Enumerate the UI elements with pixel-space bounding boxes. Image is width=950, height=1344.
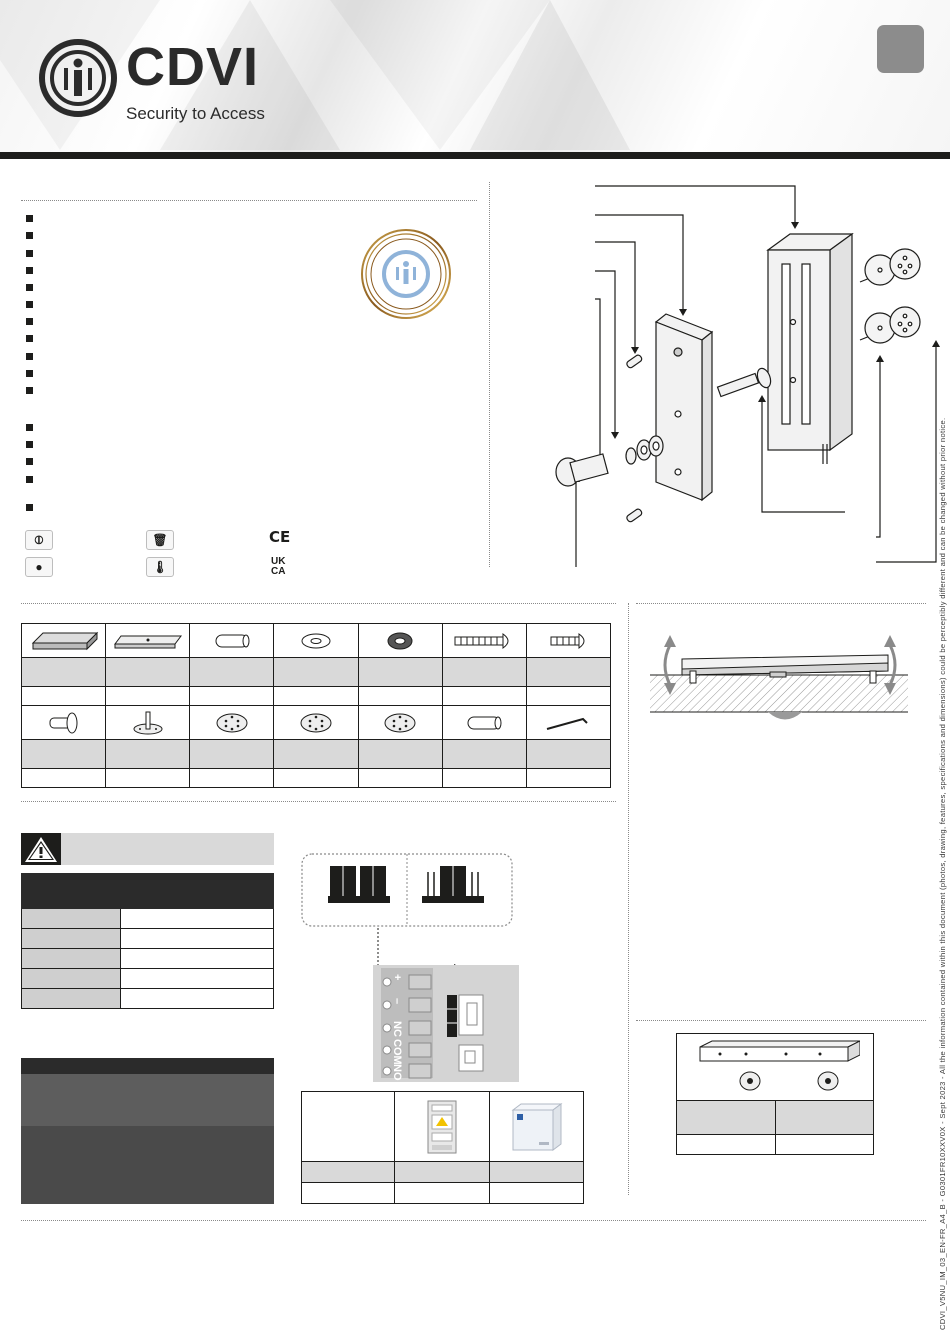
bullet-marker (26, 387, 33, 394)
part-sex-bolt (20, 705, 107, 740)
warning-icon-box (21, 833, 61, 865)
bullet-marker (26, 424, 33, 431)
terminal-plus-label: + (391, 974, 403, 981)
boxed-psu-image (488, 1091, 584, 1162)
notice-body (21, 1126, 274, 1204)
cdvi-logo-icon (39, 39, 117, 117)
ce-mark: CE (269, 528, 291, 546)
bullet-marker (26, 318, 33, 325)
section-divider (21, 801, 616, 802)
part-washer (273, 623, 359, 658)
temperature-icon: 🌡 (146, 557, 174, 577)
part-mounting-stud (105, 705, 191, 740)
ip-rating-icon: ● (25, 557, 53, 577)
bullet-marker (26, 476, 33, 483)
spec-header-row (21, 873, 274, 909)
armature-pivot-diagram (650, 635, 908, 720)
bullet-marker (26, 250, 33, 257)
spec-row (21, 948, 274, 969)
bullet-marker (26, 441, 33, 448)
warning-banner (21, 833, 274, 865)
part-plate-c (357, 705, 443, 740)
bracket-image (676, 1033, 874, 1101)
header-divider (0, 152, 950, 159)
brand-name: CDVI (126, 37, 260, 97)
parts-qty-row (20, 768, 612, 788)
part-armature (105, 623, 191, 658)
bullet-marker (26, 284, 33, 291)
section-divider (636, 1020, 926, 1021)
part-short-bolt (525, 623, 612, 658)
section-divider (21, 603, 616, 604)
terminal-no-label: NO (391, 1064, 403, 1081)
bracket-label-row (676, 1100, 874, 1135)
quality-badge-icon (361, 229, 451, 319)
terminal-nc-label: NC (391, 1021, 403, 1037)
bracket-table (676, 1033, 874, 1155)
bracket-ref-row (676, 1134, 874, 1155)
din-rail-psu-image (394, 1091, 490, 1162)
part-rubber-washer (357, 623, 443, 658)
brand-tagline: Security to Access (126, 104, 265, 123)
spec-row (21, 988, 274, 1009)
power-supply-table (301, 1091, 584, 1204)
notice-box (21, 1058, 274, 1204)
part-sleeve (189, 623, 275, 658)
terminal-com-label: COM (391, 1039, 403, 1065)
specifications-table (21, 873, 274, 1009)
parts-label-row (20, 657, 612, 687)
cdvi-cert-icon: ⦶ (25, 530, 53, 550)
bullet-marker (26, 267, 33, 274)
parts-label-row (20, 739, 612, 769)
ukca-bottom: CA (271, 566, 286, 577)
language-badge (877, 25, 924, 73)
bullet-marker (26, 301, 33, 308)
spec-row (21, 928, 274, 949)
notice-header (21, 1058, 274, 1074)
column-divider (489, 182, 490, 567)
ukca-mark: UK CA (271, 557, 285, 577)
parts-table (20, 623, 612, 788)
exploded-assembly-diagram (555, 185, 940, 567)
column-divider (628, 603, 629, 1195)
bullet-marker (26, 335, 33, 342)
part-plate-b (273, 705, 359, 740)
part-allen-key (525, 705, 612, 740)
bullet-marker (26, 353, 33, 360)
psu-ref-row (301, 1182, 584, 1204)
parts-image-row (20, 705, 612, 740)
bullet-marker (26, 504, 33, 511)
part-magnet (20, 623, 107, 658)
jumper-settings-diagram (301, 853, 513, 927)
bracket-image-row (676, 1033, 874, 1101)
psu-label-row (301, 1161, 584, 1183)
bullet-marker (26, 232, 33, 239)
weee-bin-icon: 🗑 (146, 530, 174, 550)
part-spacer (441, 705, 527, 740)
part-plate-a (189, 705, 275, 740)
spec-row (21, 908, 274, 929)
part-bolt (441, 623, 527, 658)
parts-image-row (20, 623, 612, 658)
warning-triangle-icon (25, 837, 57, 862)
terminal-minus-label: – (391, 998, 403, 1005)
psu-image-row (301, 1091, 584, 1162)
section-divider (636, 603, 926, 604)
document-reference-note: CDVI_V5NU_IM_03_EN-FR_A4_B - G0301FR10XX… (938, 417, 947, 1330)
bullet-marker (26, 370, 33, 377)
section-divider (21, 200, 477, 201)
bullet-marker (26, 458, 33, 465)
parts-qty-row (20, 686, 612, 706)
ukca-top: UK (271, 556, 286, 567)
footer-divider (21, 1220, 926, 1221)
spec-row (21, 968, 274, 989)
terminal-block: + – NC COM NO (373, 965, 519, 1082)
bullet-marker (26, 215, 33, 222)
